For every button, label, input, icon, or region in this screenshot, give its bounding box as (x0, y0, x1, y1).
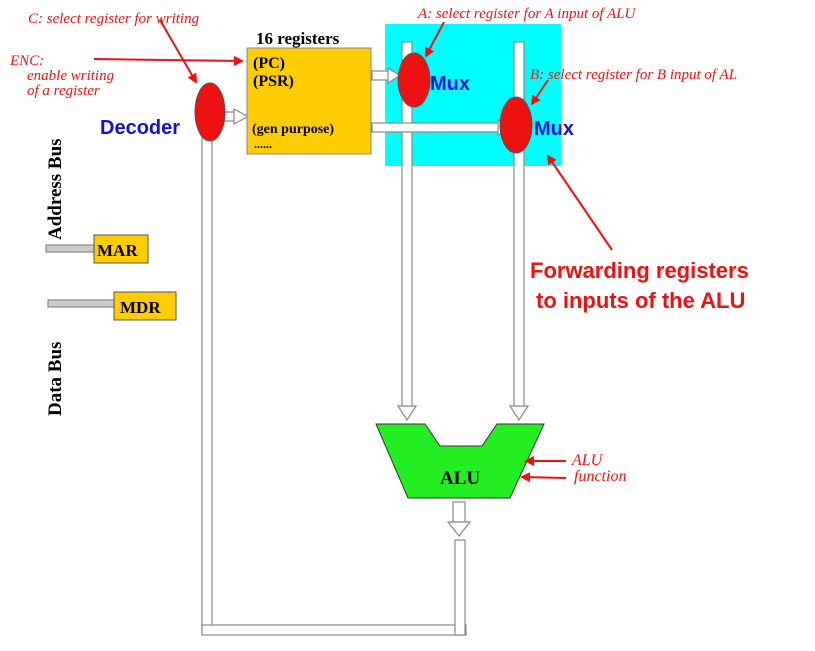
mdr-label: MDR (120, 298, 161, 317)
alu-function-label-1: ALU (571, 452, 604, 469)
b-select-arrow (530, 79, 549, 106)
alu-function-arrow-2 (520, 472, 567, 483)
a-select-label: A: select register for A input of ALU (417, 6, 637, 22)
reg-psr-label: (PSR) (253, 73, 294, 90)
enc-label-2: enable writing (27, 68, 115, 84)
decoder-label: Decoder (100, 117, 180, 139)
reg-pc-label: (PC) (253, 55, 285, 72)
enc-label-3: of a register (27, 83, 100, 99)
c-select-label: C: select register for writing (28, 11, 200, 27)
b-select-label: B: select register for B input of AL (530, 67, 737, 83)
decoder-out-arrowhead (233, 107, 250, 126)
b-input-arrowhead (508, 405, 530, 422)
mux-b-label: Mux (534, 118, 574, 140)
mux-b-oval (499, 96, 533, 154)
reg-to-mux-b-bus (371, 122, 501, 133)
reg-gen-label: (gen purpose) (252, 122, 334, 137)
bus-arrowheads (233, 66, 530, 537)
enc-arrow (93, 55, 244, 66)
a-input-arrowhead (396, 405, 418, 422)
register-file (246, 47, 372, 155)
reg-to-mux-a-bus (371, 70, 391, 81)
mux-a-in-arrowhead (387, 66, 402, 85)
decoder-oval (194, 82, 226, 142)
c-select-arrow (159, 19, 198, 84)
alu-label: ALU (440, 468, 480, 489)
reg-dots: ...... (254, 137, 272, 151)
mar-label: MAR (97, 241, 138, 260)
enc-label-1: ENC: (9, 53, 44, 69)
alu-shape (375, 423, 545, 499)
mdr-box (113, 291, 177, 321)
forwarding-arrow (546, 154, 613, 251)
alu-output-bus (454, 539, 466, 636)
registers-title: 16 registers (256, 29, 340, 48)
mar-box (93, 234, 149, 264)
mux-a-oval (397, 52, 431, 108)
address-bus-label: Address Bus (45, 138, 66, 240)
forwarding-label-2: to inputs of the ALU (536, 288, 745, 313)
mdr-connector (47, 299, 115, 308)
writeback-bus-bottom (201, 624, 467, 636)
pointer-arrows (93, 19, 613, 483)
data-bus-label: Data Bus (45, 342, 66, 416)
forwarding-label-1: Forwarding registers (530, 258, 749, 283)
a-select-arrow (425, 21, 445, 58)
mar-connector (45, 244, 95, 253)
alu-function-label-2: function (574, 468, 626, 485)
writeback-bus-vertical (201, 114, 213, 631)
mux-a-label: Mux (430, 73, 470, 95)
alu-output-arrowhead (446, 521, 472, 537)
